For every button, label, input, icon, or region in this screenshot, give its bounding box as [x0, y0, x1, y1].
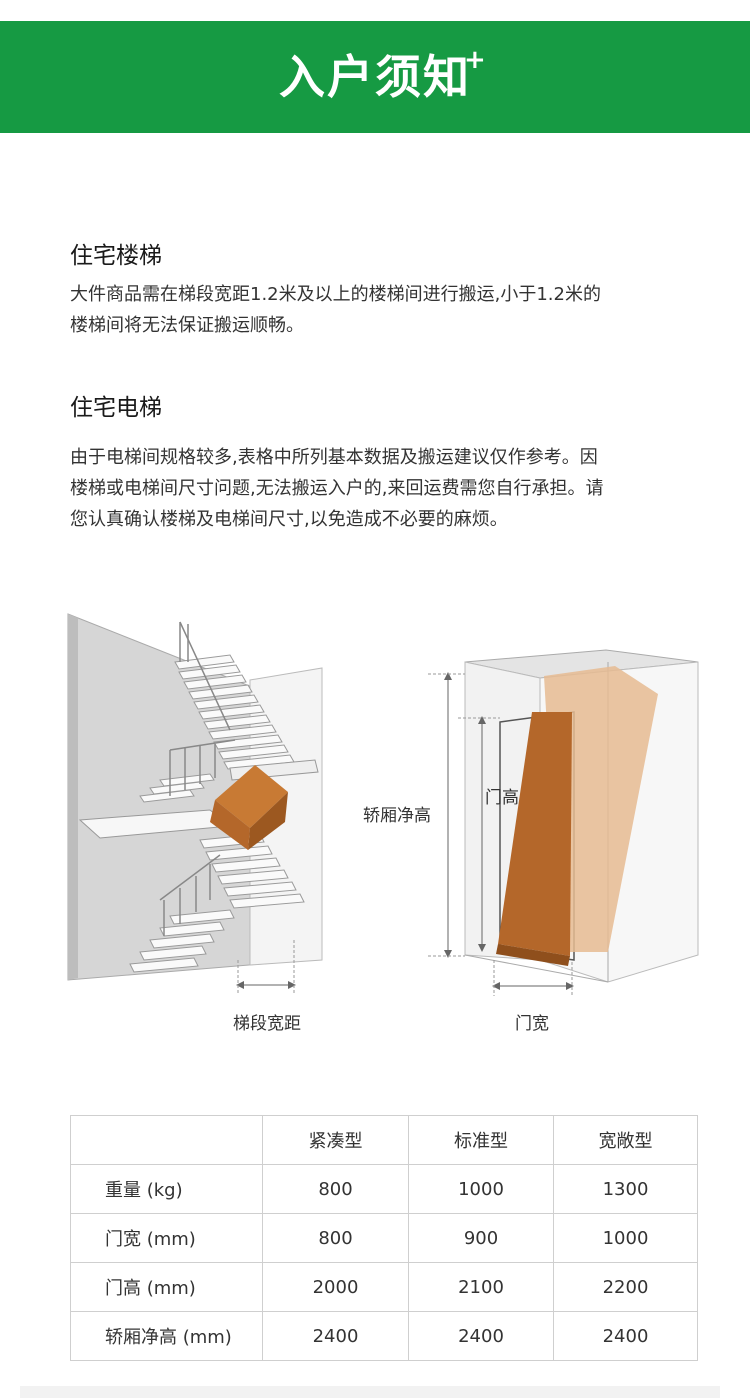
table-cell: 900 — [408, 1213, 554, 1263]
section-body-stairs: 大件商品需在梯段宽距1.2米及以上的楼梯间进行搬运,小于1.2米的 楼梯间将无法… — [70, 279, 682, 341]
table-cell: 2100 — [408, 1262, 554, 1312]
table-header-cell: 宽敞型 — [553, 1115, 698, 1165]
plus-icon: + — [464, 45, 486, 75]
section-body-elevator: 由于电梯间规格较多,表格中所列基本数据及搬运建议仅作参考。因 楼梯或电梯间尺寸问… — [70, 442, 682, 535]
table-header-cell: 紧凑型 — [262, 1115, 409, 1165]
upper-flight — [174, 654, 295, 770]
section-heading-elevator: 住宅电梯 — [70, 395, 162, 421]
elevator-illustration: 轿厢净高 门高 门宽 — [363, 649, 699, 1034]
section-heading-stairs: 住宅楼梯 — [70, 243, 162, 269]
stair-wall-edge — [68, 614, 78, 980]
transport-diagram: 梯段宽距 轿厢净高 门高 — [60, 600, 710, 1050]
table-cell: 2400 — [262, 1311, 409, 1361]
body-line: 大件商品需在梯段宽距1.2米及以上的楼梯间进行搬运,小于1.2米的 — [70, 284, 601, 305]
table-row-label: 重量 (kg) — [70, 1164, 263, 1214]
cab-height-label: 轿厢净高 — [363, 806, 431, 826]
table-row-label: 门宽 (mm) — [70, 1213, 263, 1263]
table-cell: 1000 — [553, 1213, 698, 1263]
table-cell: 800 — [262, 1213, 409, 1263]
table-header-cell: 标准型 — [408, 1115, 554, 1165]
table-cell: 800 — [262, 1164, 409, 1214]
stair-width-label: 梯段宽距 — [233, 1014, 301, 1034]
bottom-divider — [20, 1386, 720, 1398]
table-cell: 2400 — [553, 1311, 698, 1361]
table-cell: 2400 — [408, 1311, 554, 1361]
table-row: 门宽 (mm) 800 900 1000 — [70, 1213, 698, 1263]
table-header-row: 紧凑型 标准型 宽敞型 — [70, 1115, 698, 1165]
stair-railings — [159, 621, 236, 936]
body-line: 楼梯或电梯间尺寸问题,无法搬运入户的,来回运费需您自行承担。请 — [70, 478, 604, 499]
body-line: 楼梯间将无法保证搬运顺畅。 — [70, 315, 304, 336]
elevator-furniture-board — [498, 712, 572, 956]
stairwell-illustration: 梯段宽距 — [67, 613, 323, 1034]
stair-furniture-box — [210, 765, 288, 850]
page-title: 入户须知 — [279, 50, 471, 104]
table-cell: 2200 — [553, 1262, 698, 1312]
diagram-svg: 梯段宽距 轿厢净高 门高 — [67, 613, 699, 1034]
table-row-label: 轿厢净高 (mm) — [70, 1311, 263, 1361]
table-row: 重量 (kg) 800 1000 1300 — [70, 1164, 698, 1214]
table-cell: 1000 — [408, 1164, 554, 1214]
elevator-ghost-box — [544, 666, 658, 952]
table-row: 门高 (mm) 2000 2100 2200 — [70, 1262, 698, 1312]
door-width-label: 门宽 — [515, 1014, 549, 1034]
table-cell: 2000 — [262, 1262, 409, 1312]
table-header-cell — [70, 1115, 263, 1165]
body-line: 由于电梯间规格较多,表格中所列基本数据及搬运建议仅作参考。因 — [70, 447, 598, 468]
table-row-label: 门高 (mm) — [70, 1262, 263, 1312]
table-row: 轿厢净高 (mm) 2400 2400 2400 — [70, 1311, 698, 1361]
door-height-label: 门高 — [485, 788, 519, 808]
title-banner: 入户须知 + — [0, 21, 750, 133]
elevator-spec-table: 紧凑型 标准型 宽敞型 重量 (kg) 800 1000 1300 门宽 (mm… — [70, 1115, 698, 1361]
body-line: 您认真确认楼梯及电梯间尺寸,以免造成不必要的麻烦。 — [70, 509, 508, 530]
table-cell: 1300 — [553, 1164, 698, 1214]
top-strip — [0, 0, 750, 21]
